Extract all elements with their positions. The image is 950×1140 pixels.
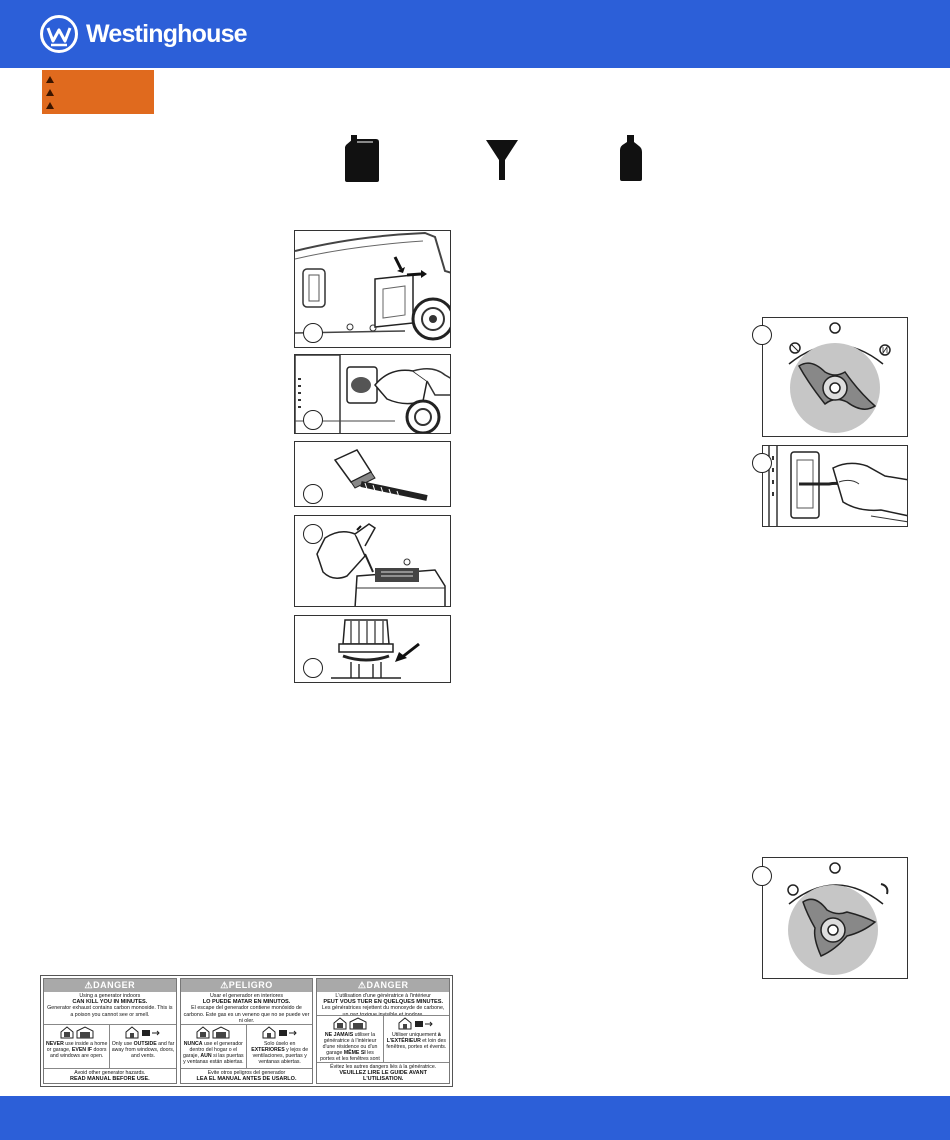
figure-fuel-cap	[294, 615, 451, 683]
house-icon	[60, 1026, 74, 1039]
generator-outside-icon	[142, 1029, 160, 1036]
figure-remove-cover	[294, 230, 451, 348]
step-marker	[752, 453, 772, 473]
figure-pour-fuel	[294, 515, 451, 607]
danger-column-fr: ⚠DANGER L'utilisation d'une génératrice …	[316, 978, 451, 1084]
house-icon	[262, 1026, 276, 1039]
figure-dipstick	[294, 441, 451, 507]
figure-fill-oil	[294, 354, 451, 434]
oil-bottle-icon	[620, 135, 642, 181]
warning-triangle-icon	[46, 89, 54, 96]
danger-column-es: ⚠PELIGRO Usar el generador en interiores…	[179, 978, 314, 1084]
step-marker	[752, 866, 772, 886]
step-marker	[303, 658, 323, 678]
figure-choke-dial-run	[762, 857, 908, 979]
footer-bar	[0, 1096, 950, 1140]
house-icon	[398, 1017, 412, 1030]
funnel-icon	[486, 140, 518, 180]
step-marker	[303, 524, 323, 544]
house-icon	[125, 1026, 139, 1039]
garage-icon	[76, 1026, 94, 1039]
danger-heading: ⚠PELIGRO	[180, 979, 313, 992]
house-icon	[333, 1017, 347, 1030]
brand-name: Westinghouse	[86, 19, 248, 48]
danger-column-en: ⚠DANGER Using a generator indoors CAN KI…	[43, 978, 177, 1084]
warning-triangle-icon	[46, 102, 54, 109]
step-marker	[303, 410, 323, 430]
fuel-can-icon	[345, 135, 379, 182]
westinghouse-w-icon	[40, 15, 78, 53]
figure-choke-dial	[762, 317, 908, 437]
warning-box	[42, 70, 154, 114]
danger-heading: ⚠DANGER	[317, 979, 450, 992]
brand-logo: Westinghouse	[40, 15, 248, 53]
danger-label: ⚠DANGER Using a generator indoors CAN KI…	[40, 975, 453, 1087]
step-marker	[752, 325, 772, 345]
figure-pull-start	[762, 445, 908, 527]
garage-icon	[349, 1017, 367, 1030]
danger-heading: ⚠DANGER	[44, 979, 176, 992]
step-marker	[303, 323, 323, 343]
generator-outside-icon	[415, 1021, 434, 1027]
step-marker	[303, 484, 323, 504]
garage-icon	[212, 1026, 230, 1039]
warning-triangle-icon	[46, 76, 54, 83]
header-bar: Westinghouse	[0, 0, 950, 68]
house-icon	[196, 1026, 210, 1039]
generator-outside-icon	[278, 1029, 297, 1036]
